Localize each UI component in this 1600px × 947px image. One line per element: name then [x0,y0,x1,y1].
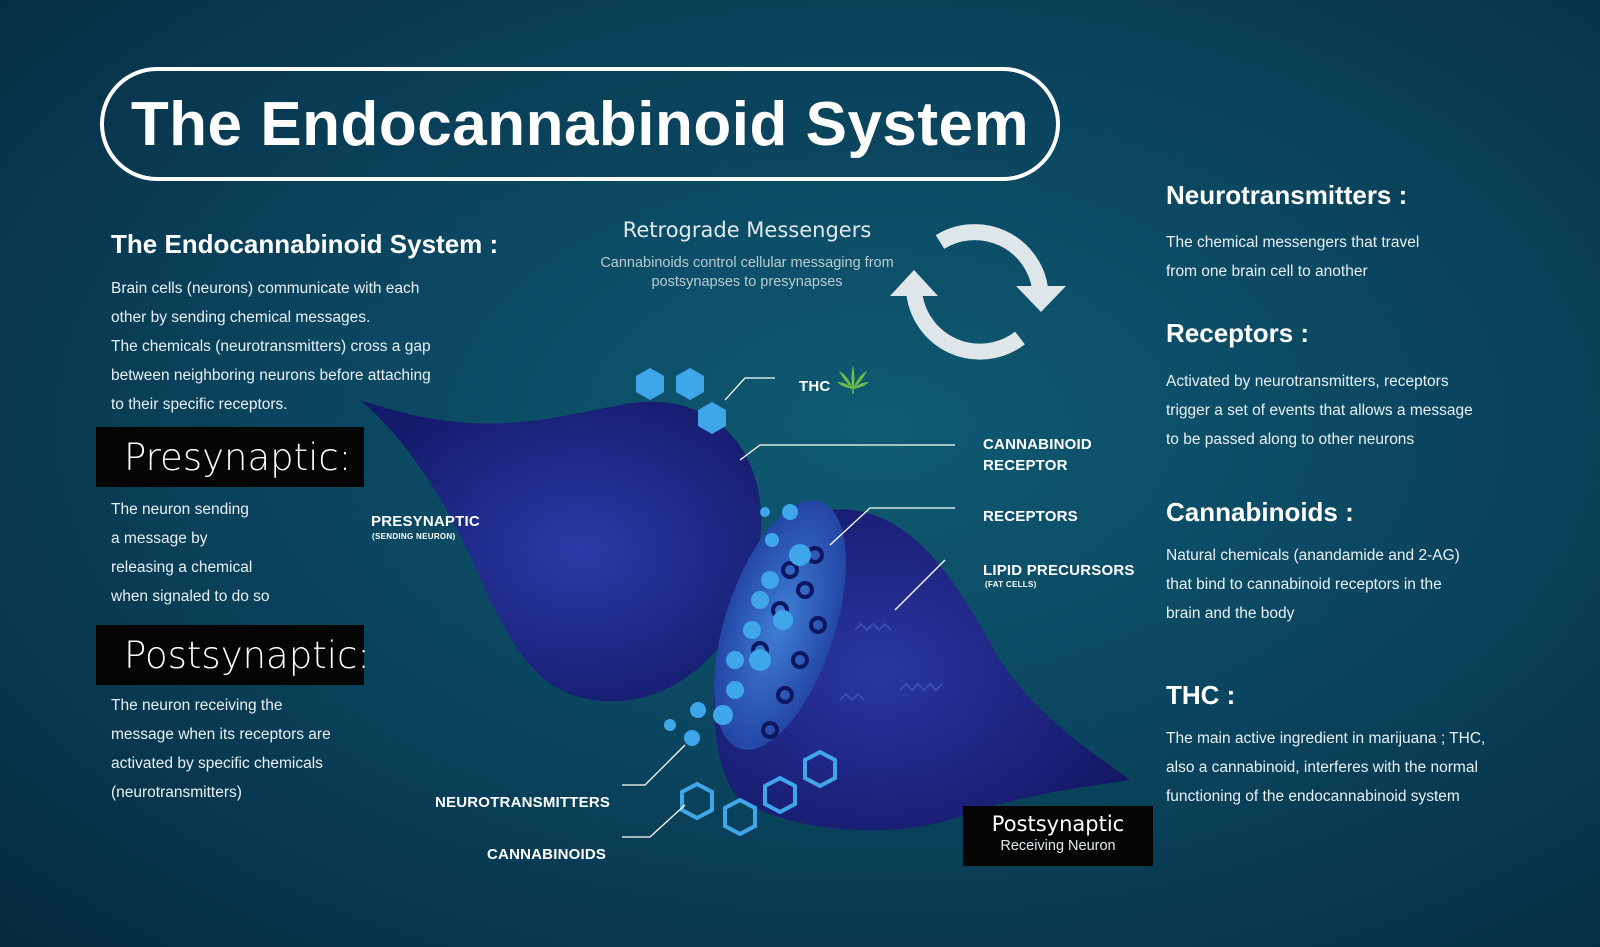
right-line: Activated by neurotransmitters, receptor… [1166,373,1449,390]
cannabis-leaf-icon [837,366,869,394]
retrograde-description: Cannabinoids control cellular messaging … [572,254,922,292]
postsynaptic-line: activated by specific chemicals [111,755,323,772]
label-lipid-precursors: LIPID PRECURSORS [983,562,1135,579]
right-text-cannabinoids: Natural chemicals (anandamide and 2-AG) … [1166,541,1460,628]
hexagon-icon [636,368,664,400]
presynaptic-line: when signaled to do so [111,588,270,605]
label-receptors: RECEPTORS [983,508,1078,525]
presynaptic-description: The neuron sending a message by releasin… [111,495,270,611]
page-title: The Endocannabinoid System [130,89,1030,159]
right-text-neurotransmitters: The chemical messengers that travel from… [1166,228,1419,286]
label-presynaptic-sub: (SENDING NEURON) [372,532,456,541]
right-line: functioning of the endocannabinoid syste… [1166,788,1460,805]
label-line: RECEPTOR [983,457,1068,474]
label-neurotransmitters: NEUROTRANSMITTERS [435,794,611,811]
retrograde-line: postsynapses to presynapses [651,274,843,290]
right-line: The chemical messengers that travel [1166,234,1420,251]
left-intro-line: other by sending chemical messages. [111,309,371,326]
postsynaptic-line: (neurotransmitters) [111,784,242,801]
left-heading: The Endocannabinoid System : [111,229,499,259]
presynaptic-line: a message by [111,530,208,547]
presynaptic-neuron [360,400,762,702]
right-heading-receptors: Receptors : [1166,318,1310,348]
hexagon-icon [763,775,797,815]
right-line: The main active ingredient in marijuana … [1166,730,1486,747]
presynaptic-box: Presynaptic: [96,427,364,487]
retrograde-title: Retrograde Messengers [622,218,872,242]
label-cannabinoid-receptor: CANNABINOID RECEPTOR [983,434,1092,476]
label-thc: THC [799,378,831,395]
label-cannabinoids: CANNABINOIDS [487,846,607,863]
hexagon-icon [676,368,704,400]
postsynaptic-box-subtitle: Receiving Neuron [1000,838,1116,854]
postsynaptic-description: The neuron receiving the message when it… [111,691,331,807]
right-line: to be passed along to other neurons [1166,431,1415,448]
right-line: brain and the body [1166,605,1295,622]
right-heading-neurotransmitters: Neurotransmitters : [1166,180,1408,210]
presynaptic-box-label: Presynaptic: [124,435,352,479]
postsynaptic-box-label: Postsynaptic: [124,633,370,677]
presynaptic-line: The neuron sending [111,501,249,518]
left-intro-line: Brain cells (neurons) communicate with e… [111,280,420,297]
presynaptic-line: releasing a chemical [111,559,253,576]
postsynaptic-receiving-box: Postsynaptic Receiving Neuron [963,806,1153,866]
label-line: CANNABINOID [983,436,1092,453]
left-intro-line: The chemicals (neurotransmitters) cross … [111,338,431,355]
postsynaptic-box: Postsynaptic: [96,625,370,685]
right-heading-thc: THC : [1166,680,1236,710]
right-line: trigger a set of events that allows a me… [1166,402,1473,419]
left-intro-line: to their specific receptors. [111,396,288,413]
hexagon-icon [723,797,757,837]
left-intro: Brain cells (neurons) communicate with e… [111,274,431,419]
right-heading-cannabinoids: Cannabinoids : [1166,497,1354,527]
left-intro-line: between neighboring neurons before attac… [111,367,431,384]
thc-hexagon-group [636,368,726,434]
label-lipid-sub: (FAT CELLS) [985,580,1037,589]
postsynaptic-line: The neuron receiving the [111,697,283,714]
cannabinoid-hexagon-group [680,749,837,837]
cycle-arrows-icon [890,224,1066,360]
retrograde-line: Cannabinoids control cellular messaging … [600,255,894,271]
hexagon-icon [680,781,714,821]
hexagon-icon [803,749,837,789]
right-line: that bind to cannabinoid receptors in th… [1166,576,1442,593]
right-text-receptors: Activated by neurotransmitters, receptor… [1166,367,1473,454]
postsynaptic-line: message when its receptors are [111,726,331,743]
right-line: from one brain cell to another [1166,263,1368,280]
hexagon-icon [698,402,726,434]
label-presynaptic: PRESYNAPTIC [371,513,480,530]
right-line: also a cannabinoid, interferes with the … [1166,759,1478,776]
postsynaptic-box-title: Postsynaptic [991,812,1125,836]
synapse-diagram [360,368,1130,838]
title-pill: The Endocannabinoid System [100,67,1060,181]
right-text-thc: The main active ingredient in marijuana … [1166,724,1485,811]
right-line: Natural chemicals (anandamide and 2-AG) [1166,547,1460,564]
